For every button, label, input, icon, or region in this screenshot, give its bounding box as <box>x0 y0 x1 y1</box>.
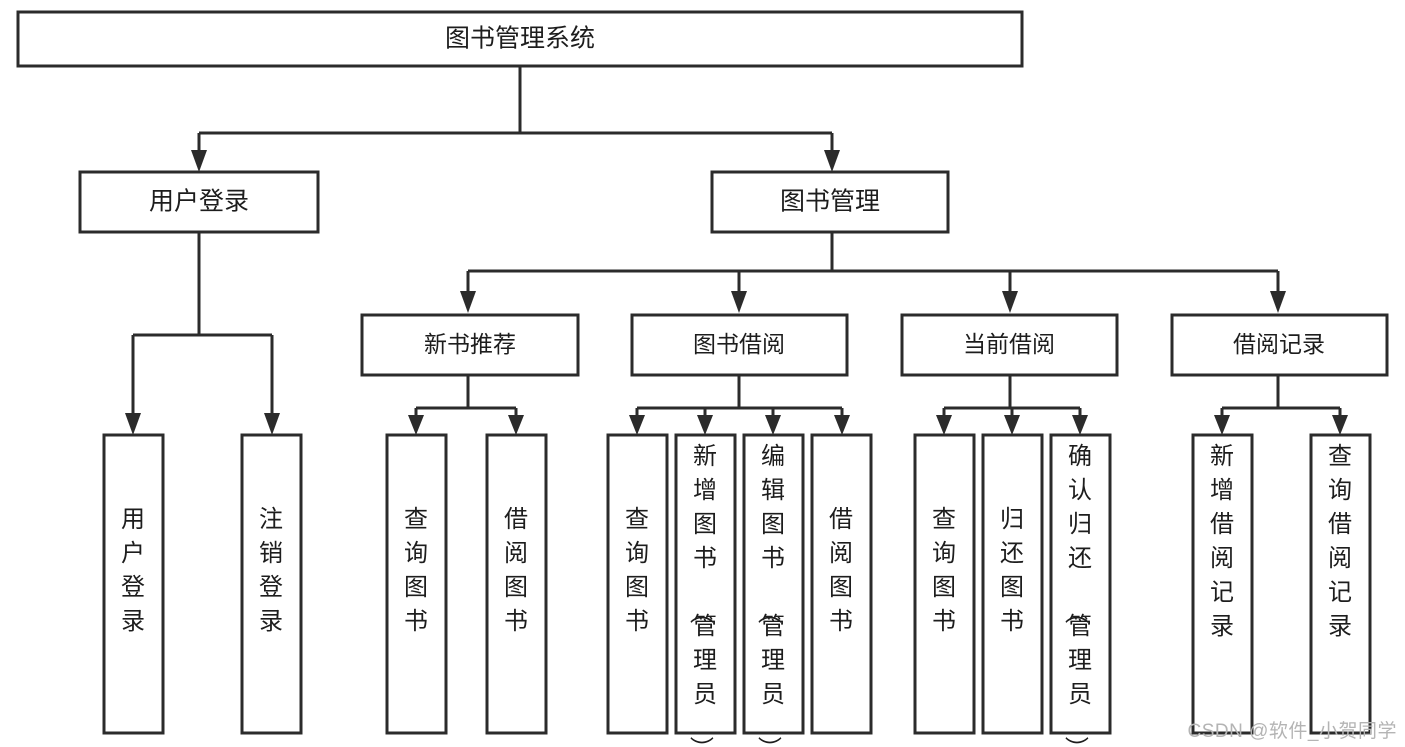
node-current-borrow-label: 当前借阅 <box>963 331 1055 357</box>
node-borrow-record-label: 借阅记录 <box>1233 331 1325 357</box>
leaf-current-borrow-1-label: 归还图书 <box>1000 506 1024 635</box>
connector-book-borrow-to-leaves <box>629 376 850 435</box>
node-borrow-record[interactable]: 借阅记录 <box>1170 313 1389 377</box>
leaf-current-borrow-2-label: 确认归还（管理员） <box>1062 443 1092 747</box>
node-new-book-recommend[interactable]: 新书推荐 <box>360 313 580 377</box>
leaf-new-book-0-label: 查询图书 <box>404 506 428 635</box>
node-book-borrow[interactable]: 图书借阅 <box>630 313 849 377</box>
leaf-book-borrow-2-label: 编辑图书（管理员） <box>755 443 785 747</box>
leaf-borrow-record-0-label: 新增借阅记录 <box>1210 443 1234 640</box>
node-book-borrow-label: 图书借阅 <box>693 331 785 357</box>
leaf-user-login-1[interactable]: 注销登录 <box>240 433 303 735</box>
leaf-borrow-record-1-label: 查询借阅记录 <box>1328 443 1352 640</box>
node-root[interactable]: 图书管理系统 <box>16 10 1024 68</box>
leaf-current-borrow-0-label: 查询图书 <box>932 506 956 635</box>
leaf-new-book-1-label: 借阅图书 <box>504 506 528 635</box>
leaf-book-borrow-0-label: 查询图书 <box>625 506 649 635</box>
leaf-book-borrow-1-label: 新增图书（管理员） <box>687 443 717 747</box>
leaf-borrow-record-1[interactable]: 查询借阅记录 <box>1309 433 1372 735</box>
leaf-user-login-1-label: 注销登录 <box>259 506 283 635</box>
leaf-new-book-1[interactable]: 借阅图书 <box>485 433 548 735</box>
node-book-manage-label: 图书管理 <box>780 188 880 216</box>
leaf-book-borrow-2[interactable]: 编辑图书（管理员） <box>742 433 805 747</box>
node-user-login[interactable]: 用户登录 <box>78 170 320 234</box>
leaf-new-book-0[interactable]: 查询图书 <box>385 433 448 735</box>
leaf-user-login-0[interactable]: 用户登录 <box>102 433 165 735</box>
node-book-manage[interactable]: 图书管理 <box>710 170 950 234</box>
connector-user-login-to-leaves <box>125 232 280 435</box>
leaf-book-borrow-3-label: 借阅图书 <box>829 506 853 635</box>
leaf-current-borrow-0[interactable]: 查询图书 <box>913 433 976 735</box>
leaf-borrow-record-0[interactable]: 新增借阅记录 <box>1191 433 1254 735</box>
leaf-book-borrow-3[interactable]: 借阅图书 <box>810 433 873 735</box>
connector-borrow-record-to-leaves <box>1214 376 1348 435</box>
leaf-current-borrow-1[interactable]: 归还图书 <box>981 433 1044 735</box>
node-current-borrow[interactable]: 当前借阅 <box>900 313 1119 377</box>
node-root-label: 图书管理系统 <box>445 25 595 53</box>
node-new-book-recommend-label: 新书推荐 <box>424 331 516 357</box>
node-user-login-label: 用户登录 <box>149 188 249 216</box>
connector-new-book-to-leaves <box>408 375 524 435</box>
connector-current-borrow-to-leaves <box>936 376 1088 435</box>
connector-book-manage-to-level3 <box>460 232 1286 313</box>
leaf-book-borrow-0[interactable]: 查询图书 <box>606 433 669 735</box>
connector-root-to-level2 <box>191 66 840 172</box>
leaf-user-login-0-label: 用户登录 <box>121 506 145 635</box>
leaf-current-borrow-2[interactable]: 确认归还（管理员） <box>1049 433 1112 747</box>
leaf-book-borrow-1[interactable]: 新增图书（管理员） <box>674 433 737 747</box>
